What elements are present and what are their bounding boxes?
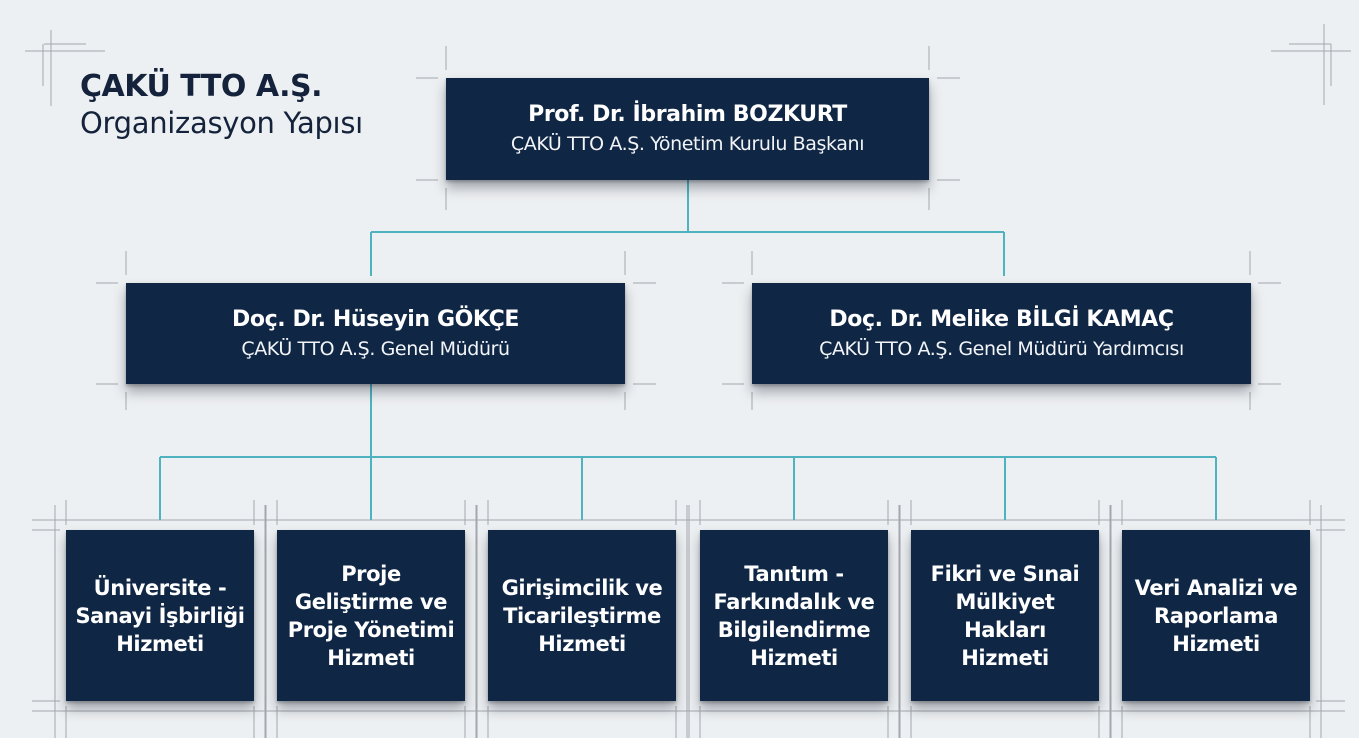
deputy-general-manager-role: ÇAKÜ TTO A.Ş. Genel Müdürü Yardımcısı	[819, 337, 1184, 360]
service-connectors	[159, 457, 1217, 520]
service-label-line: Farkındalık ve	[713, 589, 875, 614]
service-label-line: Hizmeti	[750, 645, 838, 670]
service-label-line: Hizmeti	[327, 645, 415, 670]
page-title: ÇAKÜ TTO A.Ş.	[80, 69, 322, 104]
general-manager-role: ÇAKÜ TTO A.Ş. Genel Müdürü	[241, 337, 510, 360]
page-title-block: ÇAKÜ TTO A.Ş. Organizasyon Yapısı	[80, 68, 363, 140]
service-label-line: Hizmeti	[961, 645, 1049, 670]
service-guide-marks	[54, 500, 1322, 738]
deputy-general-manager-name: Doç. Dr. Melike BİLGİ KAMAÇ	[829, 306, 1174, 332]
service-label-line: Hizmeti	[538, 631, 626, 656]
service-label-line: Veri Analizi ve	[1134, 575, 1298, 600]
service-label-line: Proje Yönetimi	[287, 617, 455, 642]
service-label-line: Bilgilendirme	[717, 617, 871, 642]
chairman-box: Prof. Dr. İbrahim BOZKURT ÇAKÜ TTO A.Ş. …	[446, 78, 929, 180]
service-label-line: Ticarileştirme	[503, 603, 661, 628]
page-subtitle: Organizasyon Yapısı	[80, 106, 363, 140]
service-label-line: Girişimcilik ve	[501, 575, 663, 600]
service-label-line: Geliştirme ve	[294, 589, 448, 614]
service-label-line: Tanıtım -	[744, 561, 844, 586]
connectors	[160, 180, 1216, 458]
service-label-line: Mülkiyet	[955, 589, 1055, 614]
general-manager-box: Doç. Dr. Hüseyin GÖKÇE ÇAKÜ TTO A.Ş. Gen…	[126, 283, 625, 384]
chairman-role: ÇAKÜ TTO A.Ş. Yönetim Kurulu Başkanı	[510, 133, 865, 155]
service-label-line: Hizmeti	[116, 631, 204, 656]
chairman-name: Prof. Dr. İbrahim BOZKURT	[528, 102, 847, 127]
general-manager-name: Doç. Dr. Hüseyin GÖKÇE	[232, 306, 519, 332]
deputy-general-manager-box: Doç. Dr. Melike BİLGİ KAMAÇ ÇAKÜ TTO A.Ş…	[752, 283, 1251, 384]
service-label-line: Fikri ve Sınai	[930, 561, 1080, 586]
service-label-line: Hizmeti	[1172, 631, 1260, 656]
service-label-line: Üniversite -	[93, 575, 227, 600]
service-label-line: Sanayi İşbirliği	[75, 603, 245, 628]
service-label-line: Raporlama	[1154, 603, 1278, 628]
service-label-line: Proje	[341, 561, 401, 586]
service-label-line: Hakları	[964, 617, 1046, 642]
